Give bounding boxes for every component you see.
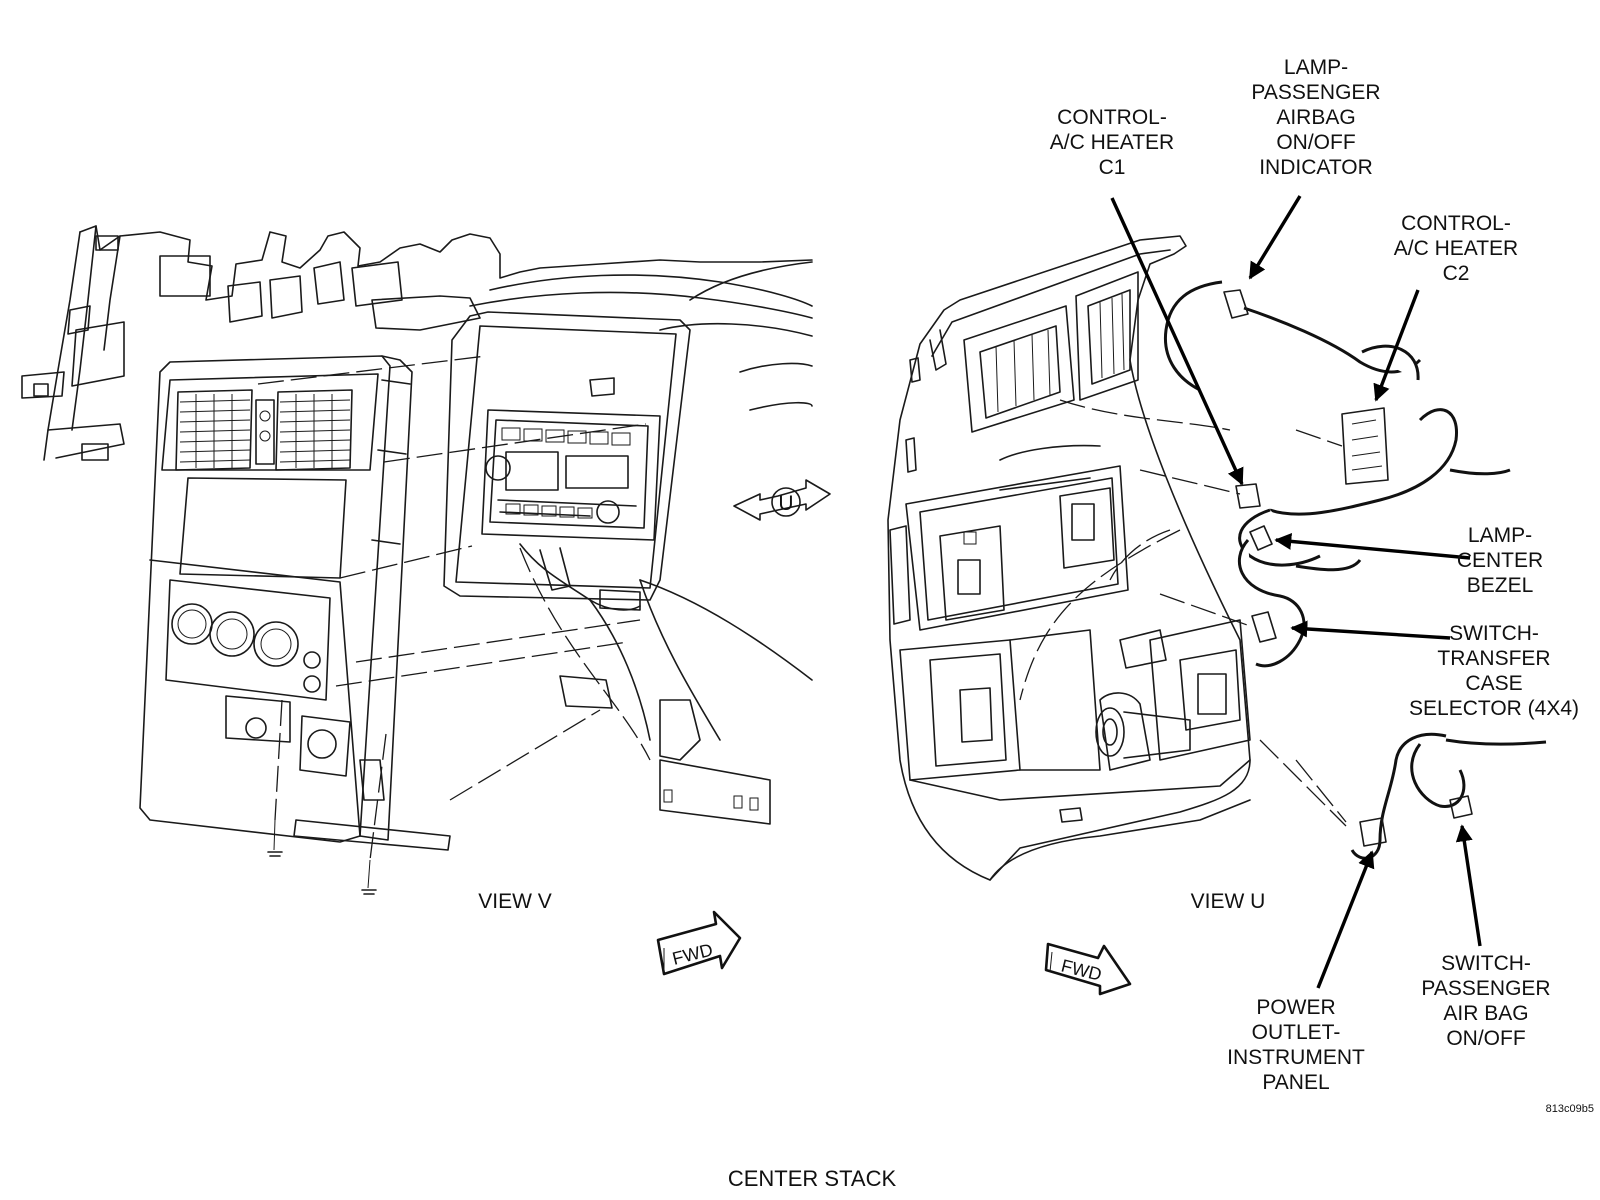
svg-text:LAMP-: LAMP- [1468, 524, 1532, 547]
svg-text:CONTROL-: CONTROL- [1057, 106, 1167, 129]
svg-text:ON/OFF: ON/OFF [1446, 1027, 1525, 1050]
svg-text:A/C HEATER: A/C HEATER [1394, 237, 1518, 260]
view-v-label: VIEW V [478, 890, 552, 913]
diagram-title: CENTER STACK [728, 1166, 897, 1191]
fwd-label-right: FWD [1059, 956, 1104, 985]
callout-power-outlet: POWER OUTLET- INSTRUMENT PANEL [1227, 996, 1365, 1094]
hvac-knobs [171, 603, 321, 693]
callout-switch-passenger-airbag: SWITCH- PASSENGER AIR BAG ON/OFF [1421, 952, 1550, 1050]
svg-text:C2: C2 [1443, 262, 1470, 285]
radio-buttons [501, 427, 631, 519]
view-marker-letter: U [778, 492, 793, 515]
svg-text:AIR BAG: AIR BAG [1443, 1002, 1528, 1025]
svg-text:TRANSFER: TRANSFER [1437, 647, 1550, 670]
svg-text:AIRBAG: AIRBAG [1276, 106, 1355, 129]
callout-lamp-center-bezel: LAMP- CENTER BEZEL [1457, 524, 1543, 597]
svg-text:SWITCH-: SWITCH- [1441, 952, 1531, 975]
view-u-direction-marker: U [733, 479, 831, 521]
view-u-label: VIEW U [1191, 890, 1266, 913]
callout-switch-transfer-case: SWITCH- TRANSFER CASE SELECTOR (4X4) [1409, 622, 1579, 720]
svg-text:PASSENGER: PASSENGER [1421, 977, 1550, 1000]
callout-control-ac-heater-c1: CONTROL- A/C HEATER C1 [1050, 106, 1174, 179]
svg-text:INSTRUMENT: INSTRUMENT [1227, 1046, 1365, 1069]
svg-text:OUTLET-: OUTLET- [1252, 1021, 1341, 1044]
svg-text:PANEL: PANEL [1262, 1071, 1329, 1094]
figure-code: 813c09b5 [1546, 1103, 1594, 1115]
screws [267, 819, 377, 895]
svg-text:LAMP-: LAMP- [1284, 56, 1348, 79]
vent-louvers-u [995, 329, 1051, 413]
svg-text:SELECTOR (4X4): SELECTOR (4X4) [1409, 697, 1579, 720]
connectors [1223, 289, 1473, 847]
svg-text:POWER: POWER [1256, 996, 1335, 1019]
svg-text:ON/OFF: ON/OFF [1276, 131, 1355, 154]
vent-louvers [179, 394, 351, 468]
callout-lamp-passenger-airbag: LAMP- PASSENGER AIRBAG ON/OFF INDICATOR [1251, 56, 1380, 179]
view-u-illustration [887, 235, 1547, 881]
callout-control-ac-heater-c2: CONTROL- A/C HEATER C2 [1394, 212, 1518, 285]
fwd-label-left: FWD [670, 940, 715, 969]
svg-text:CONTROL-: CONTROL- [1401, 212, 1511, 235]
svg-text:SWITCH-: SWITCH- [1449, 622, 1539, 645]
view-v-illustration [21, 225, 813, 895]
svg-text:INDICATOR: INDICATOR [1259, 156, 1373, 179]
svg-text:C1: C1 [1099, 156, 1126, 179]
svg-text:A/C HEATER: A/C HEATER [1050, 131, 1174, 154]
svg-text:CASE: CASE [1465, 672, 1522, 695]
svg-text:PASSENGER: PASSENGER [1251, 81, 1380, 104]
fwd-arrow-right: FWD [1044, 942, 1132, 996]
fwd-arrow-left: FWD [656, 910, 742, 976]
svg-text:BEZEL: BEZEL [1467, 574, 1534, 597]
svg-text:CENTER: CENTER [1457, 549, 1543, 572]
leader-lines [1110, 195, 1482, 989]
